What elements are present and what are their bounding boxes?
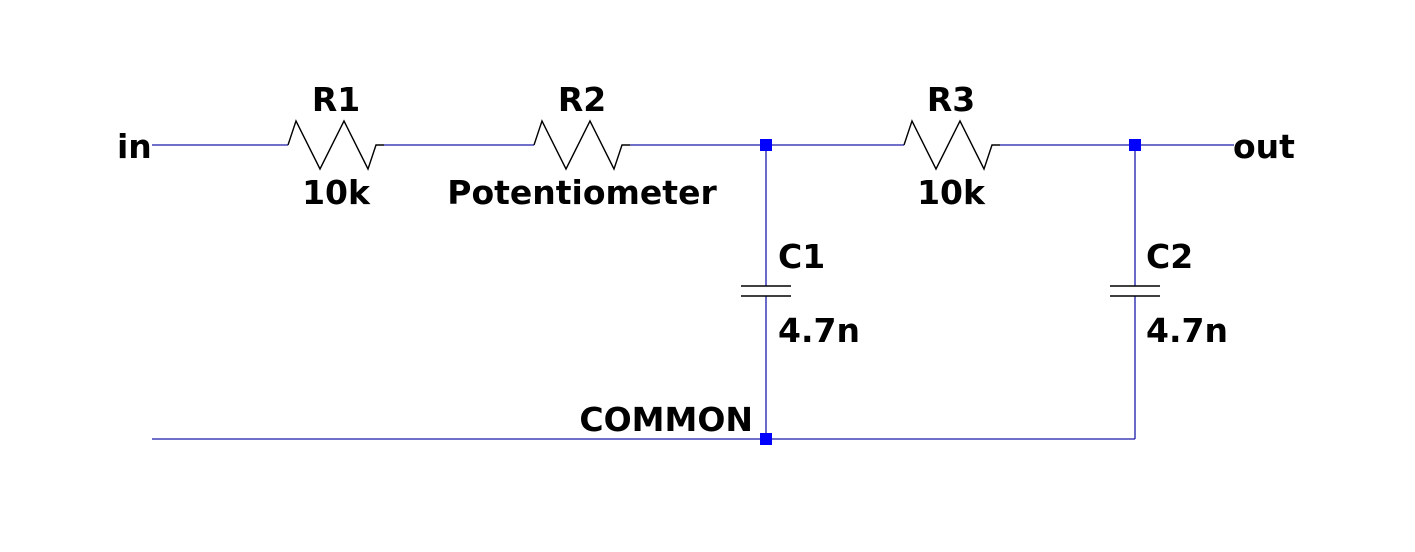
junction-common <box>760 433 772 445</box>
net-label-in: in <box>117 127 152 166</box>
r3-value: 10k <box>917 173 986 212</box>
r2-value: Potentiometer <box>447 173 717 212</box>
resistor-r2-symbol <box>533 119 630 171</box>
net-label-out: out <box>1233 127 1295 166</box>
r1-reference: R1 <box>312 80 360 119</box>
capacitor-c2-symbol <box>1110 285 1160 297</box>
r3-reference: R3 <box>927 80 975 119</box>
r2-reference: R2 <box>558 80 606 119</box>
c2-reference: C2 <box>1146 237 1193 276</box>
junction-node2 <box>1129 139 1141 151</box>
r1-value: 10k <box>302 173 371 212</box>
c1-reference: C1 <box>778 237 825 276</box>
resistor-r3-symbol <box>903 119 1000 171</box>
c1-value: 4.7n <box>778 311 860 350</box>
junction-node1 <box>760 139 772 151</box>
net-label-common: COMMON <box>579 400 753 439</box>
capacitor-c1-symbol <box>741 285 791 297</box>
c2-value: 4.7n <box>1146 311 1228 350</box>
resistor-r1-symbol <box>287 119 384 171</box>
